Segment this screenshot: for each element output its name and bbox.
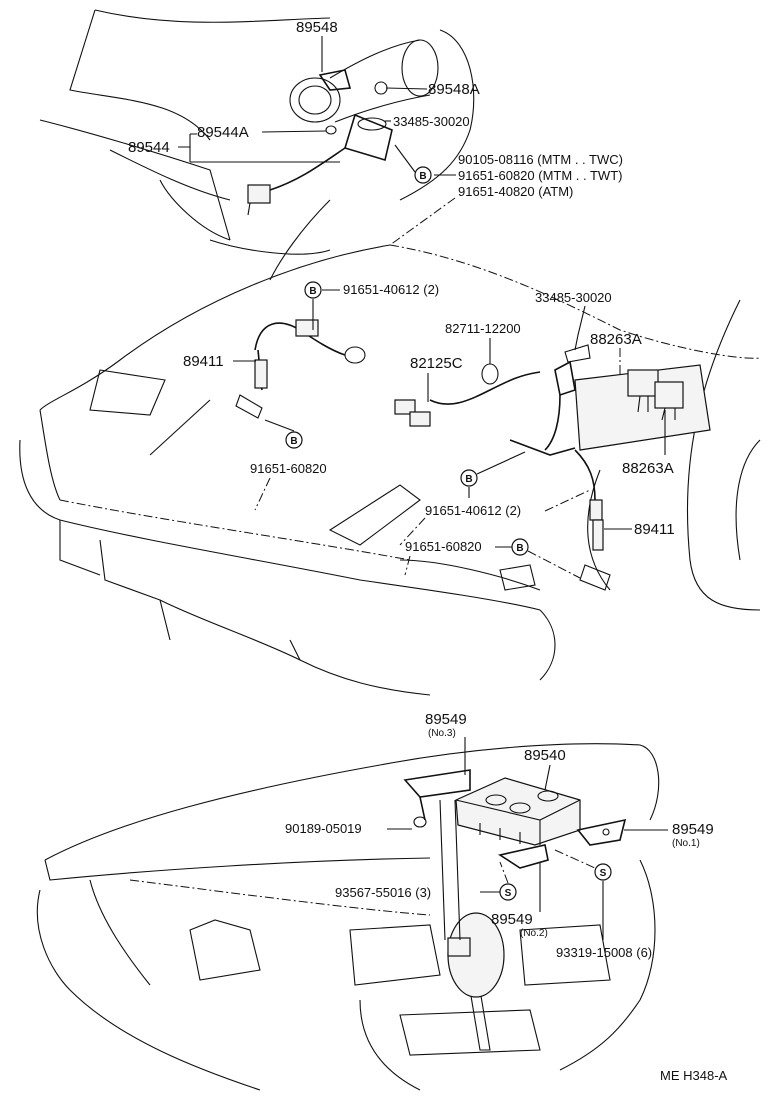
relay-box — [574, 364, 711, 451]
callout-89540: 89540 — [524, 747, 566, 764]
svg-text:S: S — [600, 868, 607, 879]
callout-89549-no1-sub: (No.1) — [672, 838, 700, 849]
svg-text:B: B — [516, 543, 523, 554]
callout-89549-no2-sub: (No.2) — [520, 928, 548, 939]
callout-89548a: 89548A — [428, 81, 480, 98]
callout-89549-no3: 89549 — [425, 711, 467, 728]
callout-89549-no3-sub: (No.3) — [428, 728, 456, 739]
callout-89549-no1: 89549 — [672, 821, 714, 838]
marker-s-2: S — [499, 883, 517, 901]
callout-88263a-top: 88263A — [590, 331, 642, 348]
marker-b-5: B — [511, 538, 529, 556]
svg-text:B: B — [419, 171, 426, 182]
bottom-callouts: 89549 (No.3) 89540 90189-05019 89549 (No… — [285, 711, 714, 960]
callout-93319-15008: 93319-15008 (6) — [556, 945, 652, 960]
marker-b-2: B — [304, 281, 322, 299]
marker-b-1: B — [414, 166, 432, 184]
callout-33485-30020-b: 33485-30020 — [535, 290, 612, 305]
callout-89548: 89548 — [296, 19, 338, 36]
marker-b-4: B — [460, 469, 478, 487]
dashboard-outline — [36, 743, 660, 1091]
callout-89411-left: 89411 — [183, 353, 224, 370]
callout-91651-60820-twt: 91651-60820 (MTM . . TWT) — [458, 168, 622, 183]
callout-91651-40612-a: 91651-40612 (2) — [343, 282, 439, 297]
svg-text:S: S — [505, 888, 512, 899]
svg-text:B: B — [465, 474, 472, 485]
callout-89544a: 89544A — [197, 124, 249, 141]
left-harness — [235, 319, 366, 419]
callout-89411-right: 89411 — [634, 521, 675, 538]
callout-89549-no2: 89549 — [491, 911, 533, 928]
sensor-harness — [247, 113, 393, 216]
callout-33485-30020-a: 33485-30020 — [393, 114, 470, 129]
marker-s-1: S — [594, 863, 612, 881]
callout-90189-05019: 90189-05019 — [285, 821, 362, 836]
diagram-code: ME H348-A — [660, 1068, 728, 1083]
callout-82711-12200: 82711-12200 — [445, 321, 521, 336]
callout-93567-55016: 93567-55016 (3) — [335, 885, 431, 900]
middle-callouts: B 91651-40612 (2) 33485-30020 82711-1220… — [183, 281, 675, 579]
ecu-89540 — [455, 777, 581, 846]
callout-82125c: 82125C — [410, 355, 463, 372]
callout-91651-40820-atm: 91651-40820 (ATM) — [458, 184, 573, 199]
svg-text:B: B — [290, 436, 297, 447]
callout-91651-40612-b: 91651-40612 (2) — [425, 503, 521, 518]
callout-88263a-bottom: 88263A — [622, 460, 674, 477]
svg-text:B: B — [309, 286, 316, 297]
callout-91651-60820-f: 91651-60820 — [405, 539, 482, 554]
brackets — [403, 769, 627, 869]
air-flow-meter — [289, 39, 439, 123]
callout-91651-60820-d: 91651-60820 — [250, 461, 327, 476]
marker-b-3: B — [285, 431, 303, 449]
engine-bay-outline — [19, 9, 761, 696]
callout-90105-08116: 90105-08116 (MTM . . TWC) — [458, 152, 623, 167]
callout-89544: 89544 — [128, 139, 170, 156]
top-callouts: 89548 89548A 89544A 89544 33485-30020 90… — [128, 19, 623, 246]
